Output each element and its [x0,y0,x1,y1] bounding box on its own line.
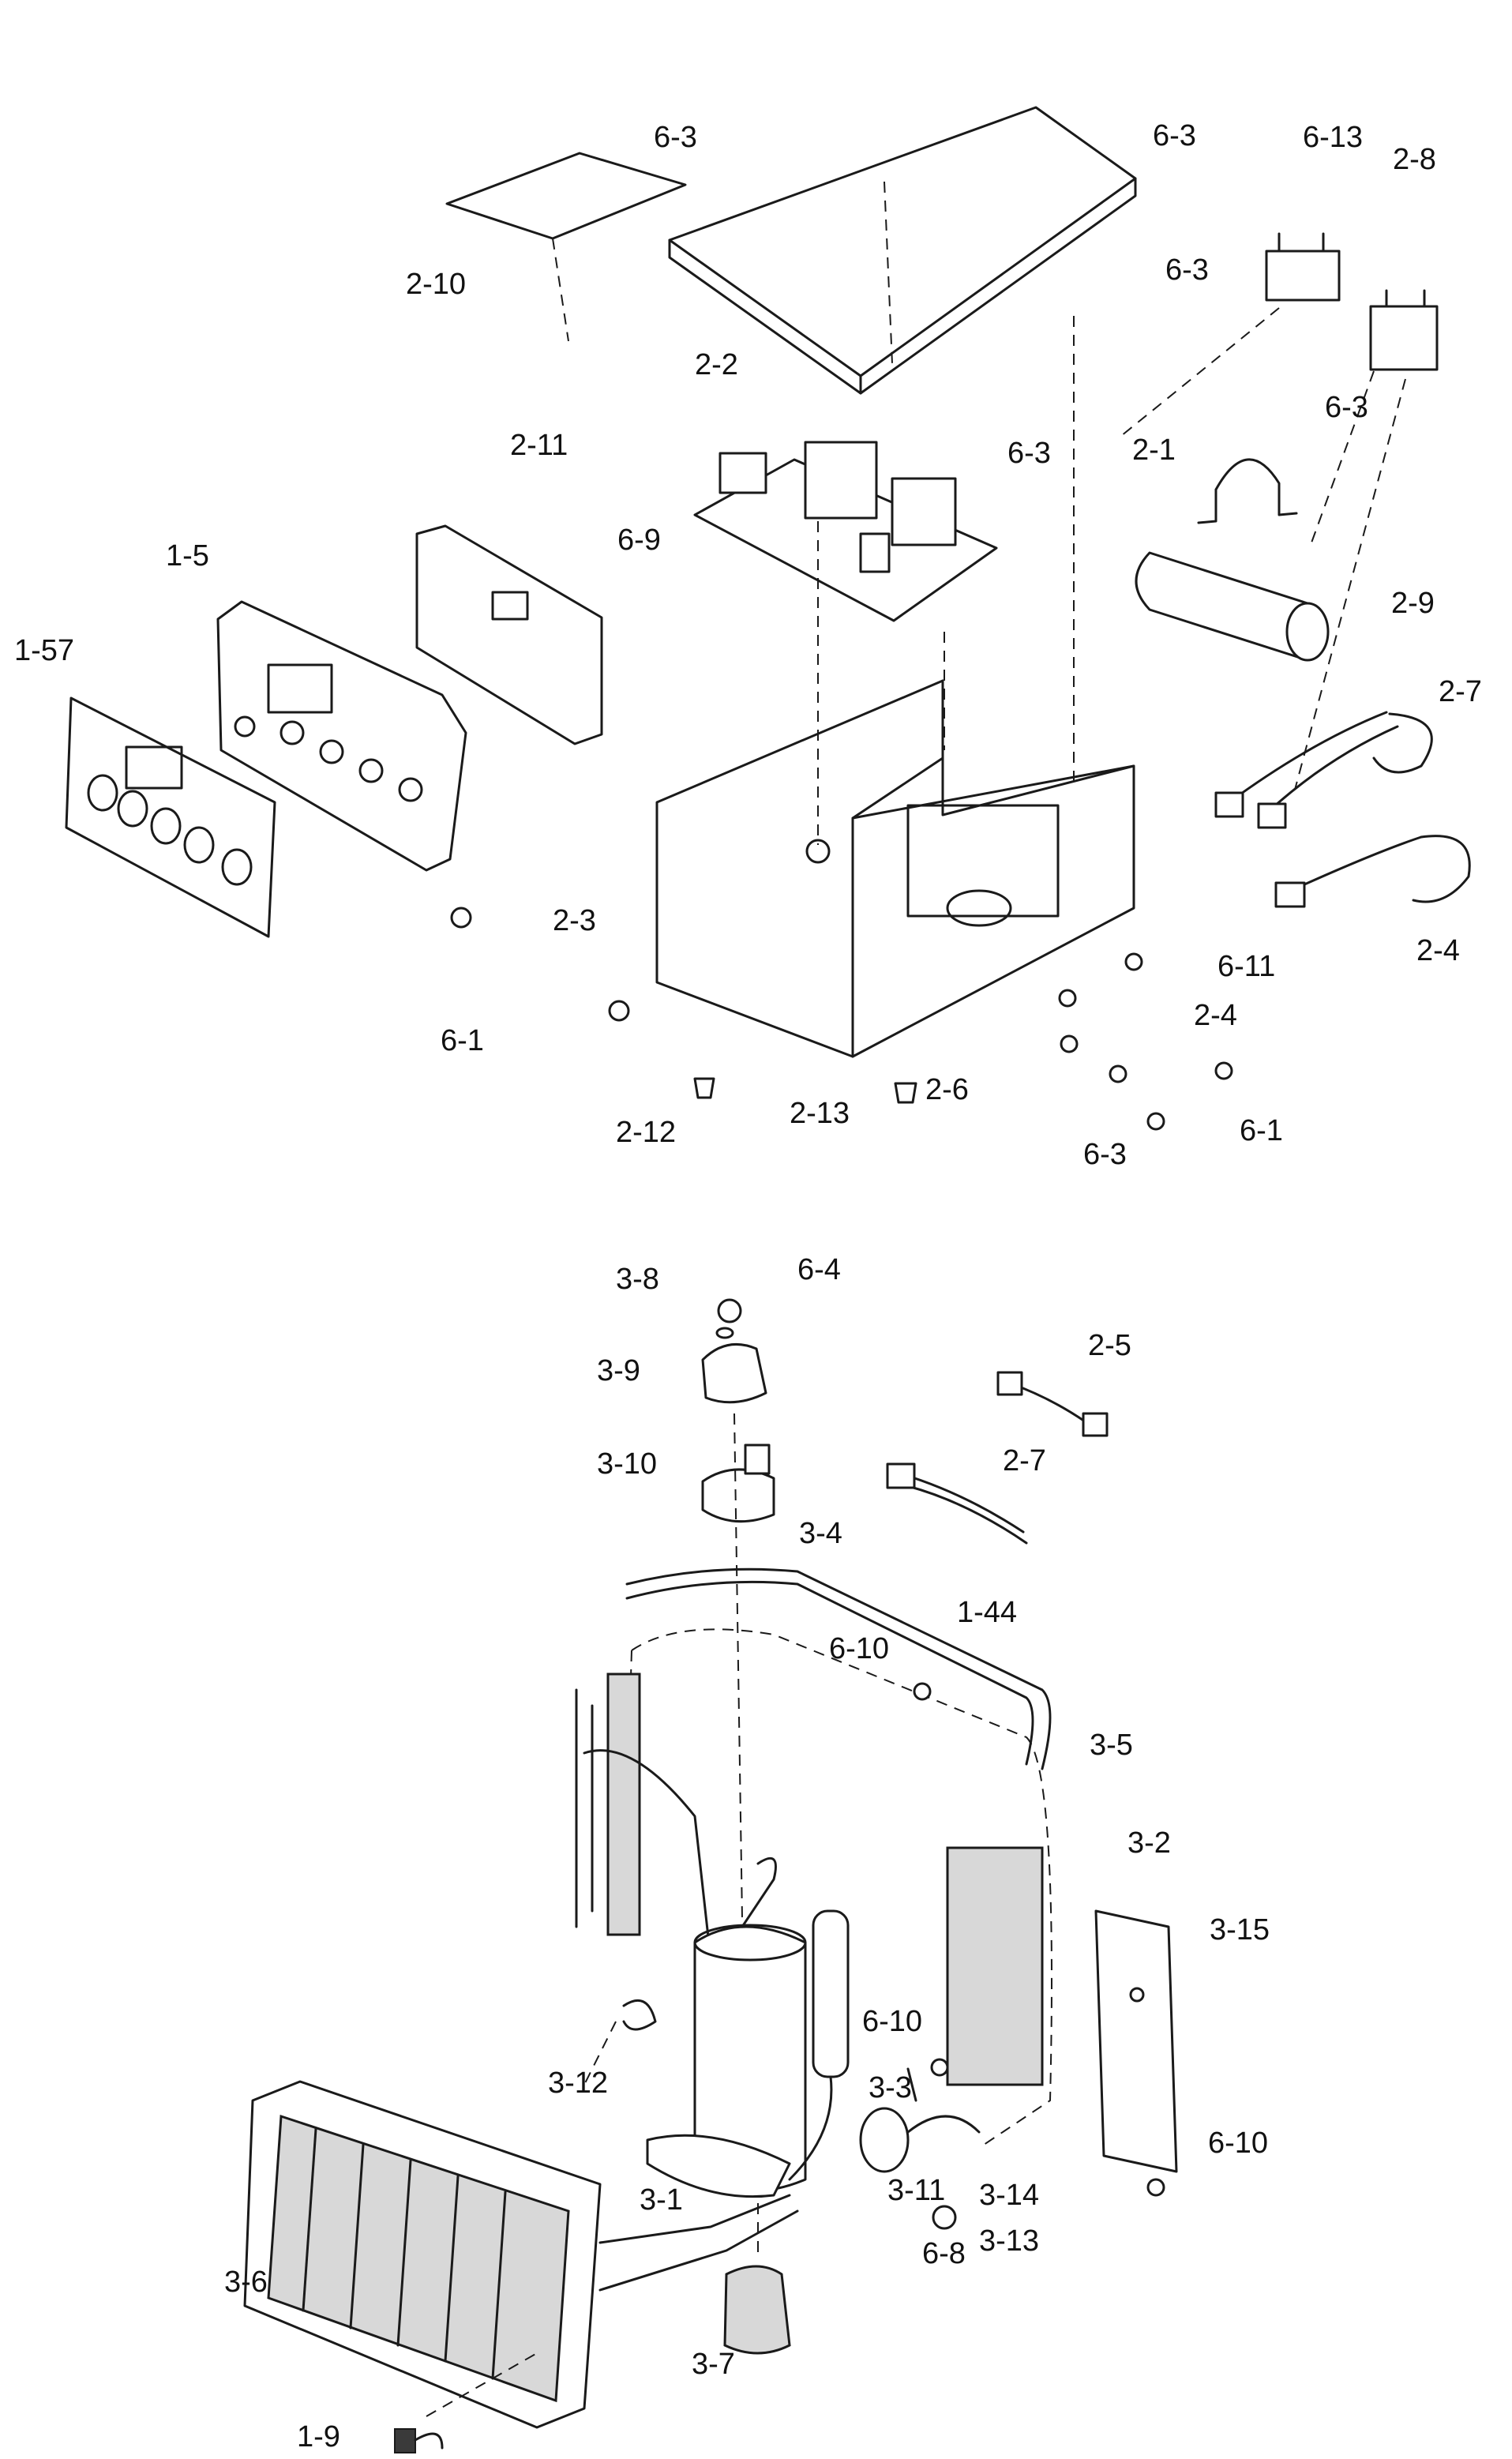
callout-3-3: 3-3 [869,2071,912,2104]
terminal-cover-part [701,1298,767,1404]
clip-part [622,1999,657,2031]
callout-3-2: 3-2 [1127,1826,1171,1860]
callout-1-5: 1-5 [166,539,209,573]
wire-harness-upper-part [1214,711,1471,908]
callout-2-3: 2-3 [553,904,596,937]
callout-2-1: 2-1 [1132,434,1176,467]
callout-6-10a: 6-10 [829,1632,889,1665]
callout-6-3d: 6-3 [1325,391,1368,424]
callout-6-3a: 6-3 [654,121,697,154]
callout-1-9: 1-9 [297,2420,340,2453]
callout-3-4: 3-4 [799,1517,842,1550]
callout-2-8: 2-8 [1393,143,1436,176]
callout-2-7a: 2-7 [1439,675,1482,708]
refrigerant-pipe-part [575,1688,712,1960]
callout-3-14: 3-14 [979,2179,1039,2212]
callout-2-13: 2-13 [790,1097,850,1130]
callout-6-3e: 6-3 [1007,437,1051,470]
callout-3-5: 3-5 [1090,1729,1133,1762]
callout-6-11: 6-11 [1217,950,1275,983]
callout-3-15: 3-15 [1210,1913,1270,1947]
callout-6-10c: 6-10 [1208,2127,1268,2160]
callout-2-9: 2-9 [1391,587,1435,620]
callout-3-13: 3-13 [979,2224,1039,2258]
bracket-part [394,2428,444,2453]
callout-6-4: 6-4 [797,1253,841,1286]
callout-1-44: 1-44 [957,1596,1017,1629]
callout-2-4a: 2-4 [1416,934,1460,967]
callout-6-1b: 6-1 [1240,1114,1283,1147]
callout-6-1a: 6-1 [441,1024,484,1057]
clamp-part [1197,458,1298,524]
callout-3-6: 3-6 [224,2266,268,2299]
accumulator-part [788,1909,850,2181]
callout-6-3c: 6-3 [1165,253,1209,287]
relay-block-part [1265,232,1439,371]
capacitor-part [1135,551,1330,662]
callout-6-8: 6-8 [922,2237,966,2270]
assembly-lines-lower [426,1413,759,2417]
callout-6-10b: 6-10 [862,2005,922,2038]
assembly-lines-upper [552,181,1406,845]
compressor-part [646,1856,807,2198]
side-panel-part [1094,1909,1178,2197]
callout-2-7b: 2-7 [1003,1444,1046,1477]
callout-labels: 2-10 6-3 2-2 6-3 6-13 2-8 6-3 6-3 6-3 2-11 2-1 1-5 6… [14,119,1482,2453]
top-cover-part [668,106,1137,395]
foot-part [450,907,1233,1131]
callout-3-12: 3-12 [548,2067,608,2100]
callout-2-12: 2-12 [616,1116,676,1149]
callout-3-8: 3-8 [616,1263,659,1296]
callout-3-9: 3-9 [597,1354,640,1387]
callout-3-11: 3-11 [887,2174,945,2207]
evaporator-coil-part [606,1628,1052,2149]
callout-3-10: 3-10 [597,1447,657,1481]
screws-lower [913,1682,949,2077]
insulation-sheet-part [445,152,687,240]
callout-2-2: 2-2 [695,348,738,381]
grommet-part [723,2265,791,2355]
wire-harness-lower-part [886,1371,1109,1545]
front-frame-part [216,600,467,872]
callout-6-3f: 6-3 [1083,1138,1127,1171]
control-board-part [693,441,998,622]
callout-2-6: 2-6 [925,1073,969,1106]
callout-3-7: 3-7 [692,2348,735,2381]
nut-part [932,2205,957,2230]
callout-6-9: 6-9 [617,524,661,557]
front-label-part [65,696,276,938]
callout-2-10: 2-10 [406,268,466,301]
callout-1-57: 1-57 [14,634,74,667]
seal-strip-part [625,1567,1052,1770]
callout-6-3b: 6-3 [1153,119,1196,152]
callout-2-5: 2-5 [1088,1329,1131,1362]
callout-3-1: 3-1 [640,2183,683,2217]
capillary-tube-part [859,2067,981,2173]
overload-bracket-part [701,1443,775,1523]
callout-6-13: 6-13 [1303,121,1363,154]
condenser-coil-part [243,2080,799,2429]
callout-2-11: 2-11 [510,429,568,462]
chassis-box-part [655,679,1135,1058]
display-board-part [415,524,603,745]
callout-2-4b: 2-4 [1194,999,1237,1032]
